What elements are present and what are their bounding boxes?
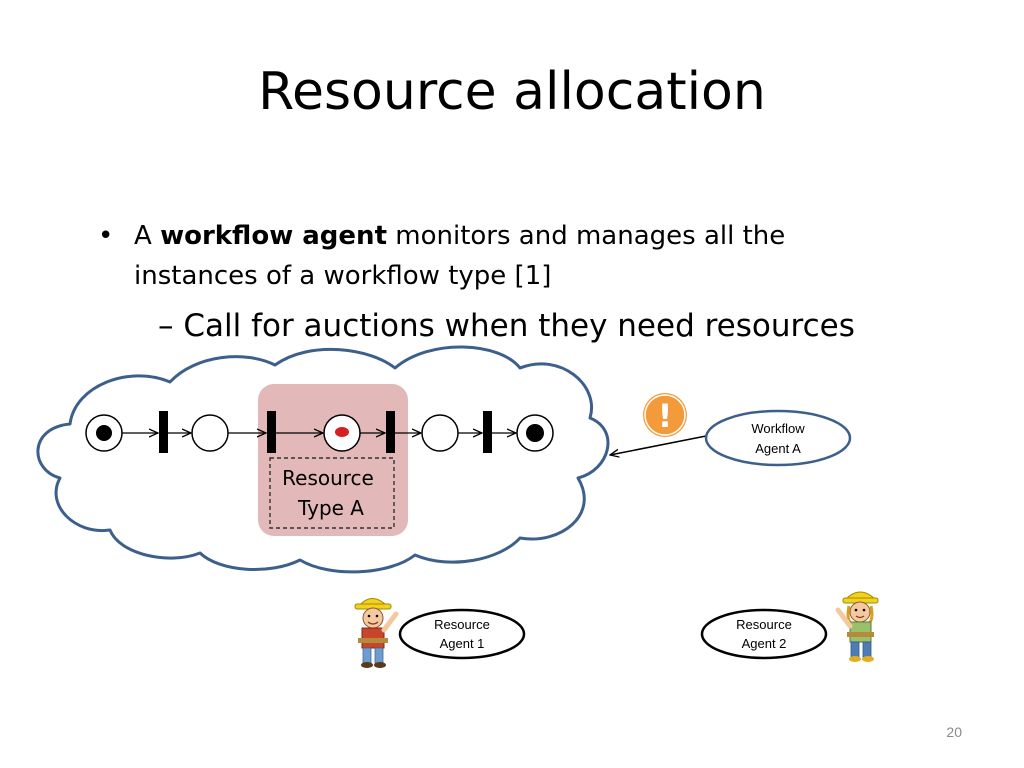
token-start (96, 425, 112, 441)
resource-agent-2-line2: Agent 2 (742, 636, 787, 651)
workflow-agent-line1: Workflow (751, 421, 805, 436)
exclamation-glyph: ! (658, 397, 673, 435)
sub-bullet-auctions: – Call for auctions when they need resou… (158, 308, 855, 344)
page-number: 20 (946, 724, 962, 740)
resource-type-highlight (258, 384, 408, 536)
exclamation-icon: ! (643, 393, 687, 437)
sub-bullet-text: Call for auctions when they need resourc… (183, 308, 855, 344)
resource-type-box (269, 457, 395, 529)
bullet-workflow-agent: • A workflow agent monitors and manages … (98, 216, 858, 296)
token-red (335, 427, 349, 437)
bullet-line2: instances of a workflow type [1] (134, 261, 552, 291)
transition-4 (483, 411, 492, 453)
builder-icon (354, 598, 399, 668)
worker-girl-icon (835, 591, 879, 662)
bullet-text: A workflow agent monitors and manages al… (134, 216, 858, 296)
slide-title: Resource allocation (258, 62, 766, 122)
bullet-prefix: A (134, 221, 161, 251)
bullet-bold-term: workflow agent (160, 221, 387, 251)
place-4 (421, 414, 459, 452)
bullet-rest-line1: monitors and manages all the (387, 221, 786, 251)
resource-agent-2-line1: Resource (736, 617, 792, 632)
resource-agent-1 (398, 608, 526, 660)
transition-3 (386, 411, 395, 453)
place-2 (191, 414, 229, 452)
bullet-marker: • (98, 221, 114, 251)
workflow-agent-a (704, 409, 852, 467)
resource-type-line1: Resource (282, 466, 374, 490)
token-end (526, 424, 544, 442)
resource-agent-2 (700, 608, 828, 660)
resource-type-line2: Type A (297, 496, 364, 520)
sub-bullet-marker: – (158, 308, 174, 344)
transition-2 (267, 411, 276, 453)
resource-agent-1-line1: Resource (434, 617, 490, 632)
agent-to-cloud-arrow (610, 435, 707, 455)
workflow-agent-line2: Agent A (755, 441, 801, 456)
resource-agent-1-line2: Agent 1 (440, 636, 485, 651)
transition-1 (159, 411, 168, 453)
